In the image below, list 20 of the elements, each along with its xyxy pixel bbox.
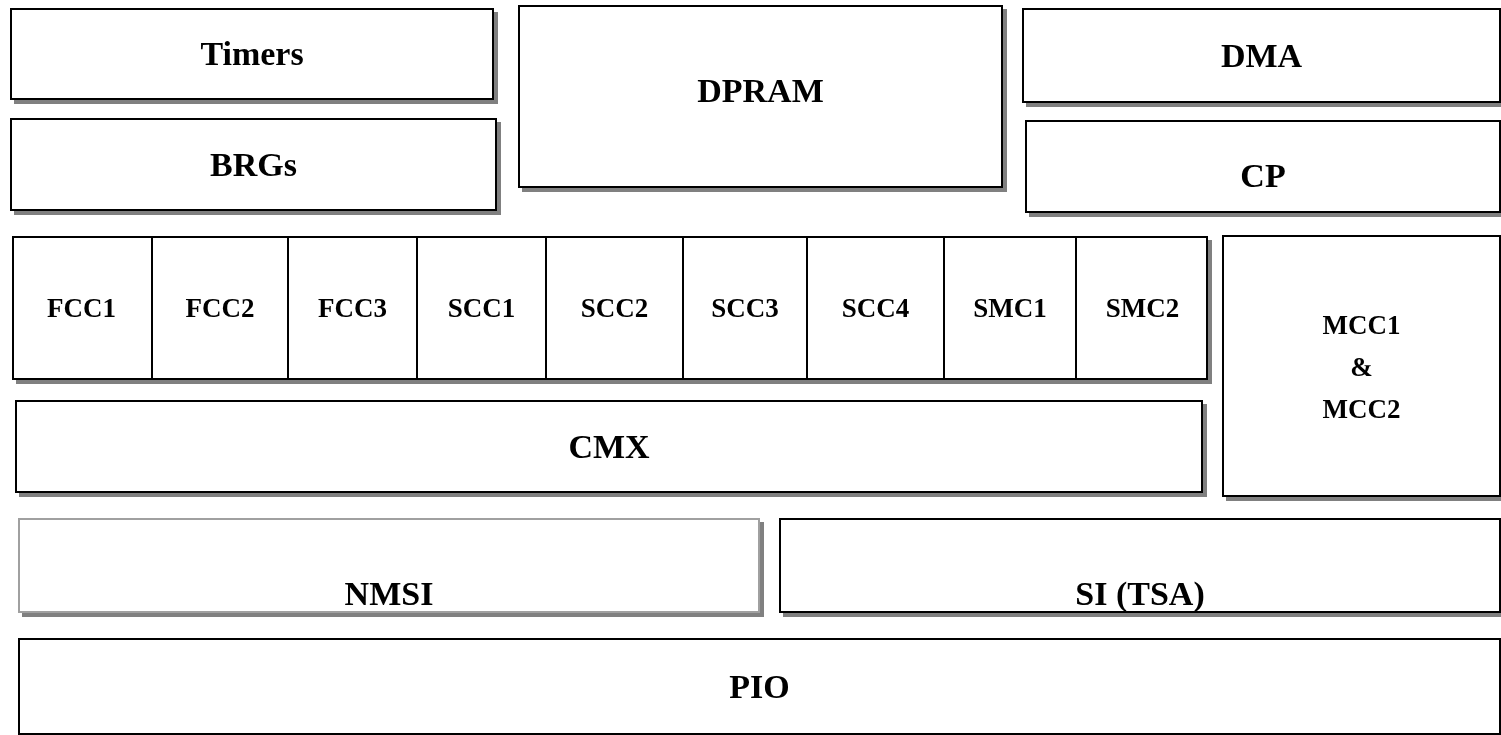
module-block — [18, 638, 1501, 735]
module-label: Timers — [200, 35, 304, 73]
module-label: FCC2 — [185, 292, 255, 324]
module-label: SCC2 — [580, 292, 649, 324]
module-label: SCC4 — [841, 292, 910, 324]
module-label: CMX — [568, 427, 650, 466]
module-label: SCC3 — [711, 292, 779, 324]
module-label: SMC2 — [1105, 292, 1180, 324]
module-label: FCC1 — [47, 292, 116, 324]
module-label: NMSI — [344, 574, 434, 613]
module-label: BRGs — [210, 145, 297, 184]
module-label: FCC3 — [318, 292, 387, 324]
module-label: MCC1 & MCC2 — [1321, 309, 1402, 426]
module-label: SMC1 — [973, 292, 1047, 324]
module-label: SCC1 — [447, 292, 516, 324]
module-label: PIO — [729, 667, 790, 706]
module-label: SI (TSA) — [1075, 574, 1205, 613]
module-label: DPRAM — [697, 71, 824, 110]
module-label: CP — [1240, 156, 1286, 195]
module-label: DMA — [1220, 36, 1303, 75]
